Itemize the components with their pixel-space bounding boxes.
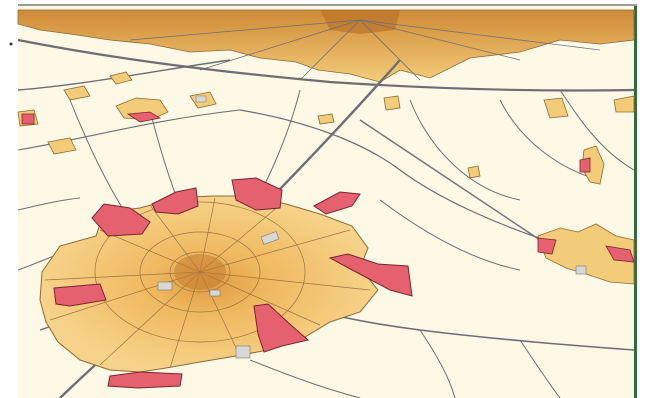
development-zone [21,113,35,125]
satellite-town [537,223,635,285]
industrial-block [235,345,251,359]
satellite-town [115,97,169,123]
satellite-town [17,109,39,127]
development-zone [231,177,283,211]
development-zone [126,111,162,123]
frame-top-edge [18,4,637,6]
frame-right-edge [634,4,637,398]
development-zone [253,303,310,353]
industrial-block [209,289,221,297]
satellite-town [579,145,605,185]
development-zone [107,371,183,389]
satellite-towns [17,71,635,285]
development-zone [151,187,199,215]
industrial-block [157,281,173,291]
metropolis-horizon [17,9,635,83]
development-zone [313,191,361,215]
development-zones [53,177,413,389]
development-zone [605,245,635,263]
development-zone [328,253,413,297]
edge-marker [9,42,13,46]
development-zone [537,237,557,255]
development-zone [579,157,591,173]
development-zone [53,283,107,307]
industrial-block [260,231,280,245]
development-zone [91,203,151,237]
